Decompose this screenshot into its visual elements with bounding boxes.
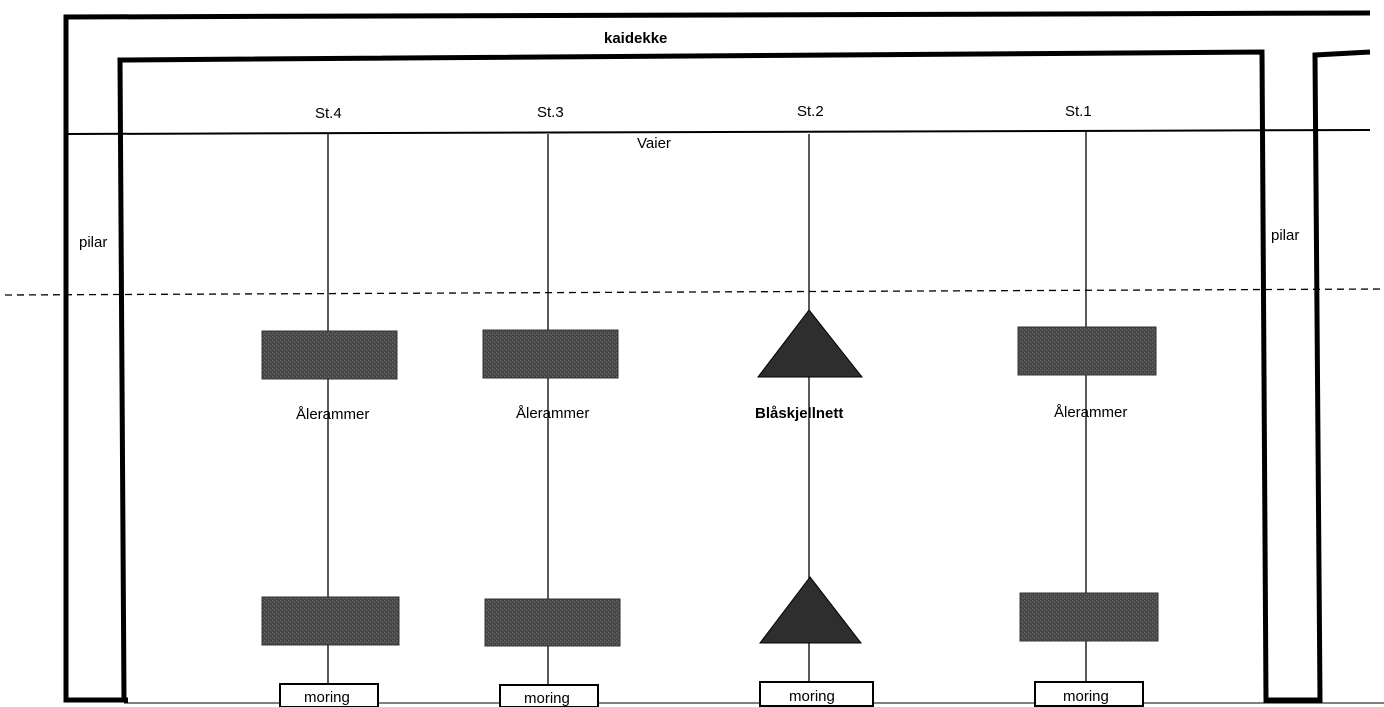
mooring-label: moring — [789, 688, 835, 705]
eel-frame-upper — [1017, 326, 1157, 376]
mooring-label: moring — [304, 689, 350, 706]
equipment-label: Ålerammer — [296, 406, 369, 423]
station-label: St.1 — [1065, 103, 1092, 120]
mussel-net-lower — [758, 576, 863, 644]
water-surface-line — [4, 288, 1384, 296]
eel-frame-lower — [484, 598, 621, 647]
station-3: St.3 Ålerammer moring — [482, 104, 621, 707]
equipment-label: Blåskjellnett — [755, 405, 843, 422]
station-label: St.4 — [315, 105, 342, 122]
wire-line — [65, 129, 1371, 135]
mooring-box — [1034, 681, 1144, 707]
wire-label: Vaier — [637, 135, 671, 152]
mooring-box — [499, 684, 599, 707]
station-label: St.2 — [797, 103, 824, 120]
pillar-left-label: pilar — [79, 234, 107, 251]
station-1: St.1 Ålerammer moring — [1017, 103, 1159, 707]
mussel-net-upper — [756, 309, 864, 378]
quay-outer-frame — [63, 10, 1371, 703]
quay-inner-frame — [117, 49, 1371, 703]
mooring-box — [279, 683, 379, 707]
station-4: St.4 Ålerammer moring — [261, 105, 400, 707]
equipment-label: Ålerammer — [1054, 404, 1127, 421]
eel-frame-upper — [261, 330, 398, 380]
mooring-label: moring — [524, 690, 570, 707]
station-2: St.2 Blåskjellnett moring — [755, 103, 874, 707]
eel-frame-lower — [261, 596, 400, 646]
equipment-label: Ålerammer — [516, 405, 589, 422]
eel-frame-lower — [1019, 592, 1159, 642]
eel-frame-upper — [482, 329, 619, 379]
deck-label: kaidekke — [604, 30, 667, 47]
mooring-label: moring — [1063, 688, 1109, 705]
station-label: St.3 — [537, 104, 564, 121]
mooring-box — [759, 681, 874, 707]
pillar-right-label: pilar — [1271, 227, 1299, 244]
